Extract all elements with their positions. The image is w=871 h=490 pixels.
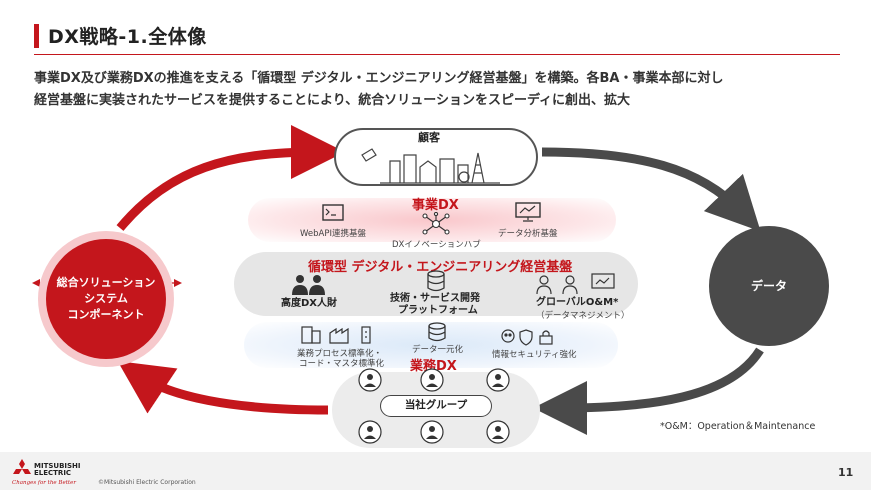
arrow-customer-to-data	[541, 147, 761, 232]
database-stack-icon	[428, 322, 446, 342]
tech-platform-label-2: プラットフォーム	[398, 305, 478, 316]
global-om-sublabel: （データマネジメント）	[536, 311, 630, 321]
data-circle: データ	[709, 226, 829, 346]
webapi-label: WebAPI連携基盤	[300, 229, 366, 239]
page-title: DX戦略-1.全体像	[48, 26, 207, 48]
system-line-1: 総合ソリューション	[56, 276, 156, 289]
platform-title: 循環型 デジタル・エンジニアリング経営基盤	[308, 260, 573, 275]
workers-icon	[358, 368, 510, 444]
people-icon	[292, 275, 325, 295]
system-line-3: コンポーネント	[67, 308, 145, 321]
database-icon	[427, 270, 445, 292]
system-component-circle: 総合ソリューション システム コンポーネント	[46, 239, 166, 359]
copyright: ©Mitsubishi Electric Corporation	[98, 479, 196, 486]
footnote: *O&M：Operation＆Maintenance	[660, 421, 816, 432]
lead-line-1: 事業DX及び業務DXの推進を支える「循環型 デジタル・エンジニアリング経営基盤」…	[34, 71, 724, 86]
dx-hub-label: DXイノベーションハブ	[392, 240, 481, 250]
mitsubishi-logo-icon	[13, 459, 31, 474]
lead-text: 事業DX及び業務DXの推進を支える「循環型 デジタル・エンジニアリング経営基盤」…	[34, 68, 834, 112]
arrow-system-to-customer	[116, 125, 345, 231]
logo-line-2: ELECTRIC	[34, 469, 72, 477]
terminal-icon	[322, 204, 344, 221]
footer	[0, 452, 871, 490]
operations-dx-title: 業務DX	[410, 359, 457, 374]
business-dx-title: 事業DX	[412, 198, 459, 213]
arrow-data-to-group	[533, 347, 764, 435]
security-label: 情報セキュリティ強化	[492, 350, 577, 360]
process-std-label-1: 業務プロセス標準化・	[297, 349, 383, 359]
logo-line-1: MITSUBISHI	[34, 462, 81, 470]
security-icons	[501, 329, 553, 346]
business-dx-band	[248, 198, 616, 242]
lead-line-2: 経営基盤に実装されたサービスを提供することにより、統合ソリューションをスピーディ…	[34, 93, 631, 108]
group-label: 当社グループ	[380, 395, 492, 417]
buildings-icon	[301, 326, 371, 344]
global-om-label: グローバルO&M*	[536, 297, 619, 308]
operators-icon	[536, 273, 615, 295]
process-std-label-2: コード・マスタ標準化	[299, 359, 385, 369]
tech-platform-label-1: 技術・サービス開発	[390, 293, 480, 304]
data-analysis-label: データ分析基盤	[498, 229, 558, 239]
network-hub-icon	[422, 212, 450, 235]
operations-dx-band	[244, 322, 618, 368]
customer-label: 顧客	[418, 131, 440, 144]
analytics-monitor-icon	[515, 202, 541, 222]
talent-label: 高度DX人財	[281, 298, 338, 309]
logo-tagline: Changes for the Better	[12, 480, 76, 486]
data-unification-label: データ一元化	[412, 345, 464, 355]
system-line-2: システム	[84, 292, 128, 305]
city-skyline-icon	[361, 148, 500, 184]
arrow-group-to-system	[117, 361, 329, 415]
title-divider	[34, 54, 840, 55]
logo-text: MITSUBISHI ELECTRIC	[34, 463, 81, 477]
page-number: 11	[838, 466, 854, 479]
title-accent-bar	[34, 24, 39, 48]
